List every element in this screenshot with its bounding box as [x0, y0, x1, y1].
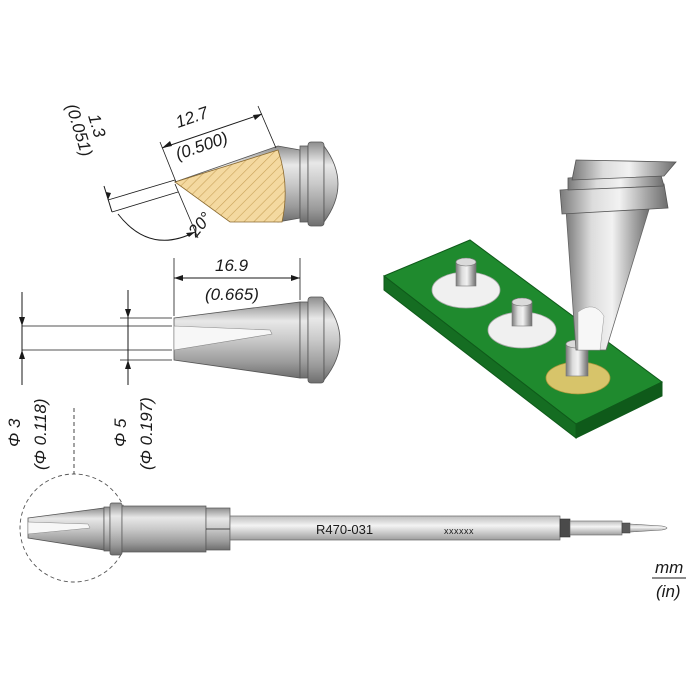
tinned-area — [174, 149, 286, 223]
body-length-in: (0.665) — [205, 285, 259, 304]
lot-marking: xxxxxx — [444, 526, 474, 536]
unit-mm: mm — [655, 558, 683, 577]
inner-diameter-in: (Φ 0.118) — [31, 398, 50, 470]
inner-diameter-mm: Φ 3 — [5, 418, 24, 447]
outer-diameter-in: (Φ 0.197) — [137, 397, 156, 470]
outer-diameter-mm: Φ 5 — [111, 418, 130, 447]
body-length-mm: 16.9 — [215, 256, 249, 275]
cartridge-view: R470-031 xxxxxx — [19, 408, 668, 583]
tip-profile-view: 12.7 (0.500) 1.3 (0.051) 20° — [62, 102, 339, 241]
application-illustration — [383, 159, 677, 440]
tip-length-mm: 12.7 — [173, 103, 211, 132]
tip-top-view: 16.9 (0.665) Φ 3 (Φ 0.118) Φ 5 (Φ 0.197) — [5, 256, 341, 470]
units-legend: mm (in) — [652, 558, 686, 601]
unit-in: (in) — [656, 582, 681, 601]
tip-length-in: (0.500) — [173, 128, 230, 164]
part-number: R470-031 — [316, 522, 373, 537]
